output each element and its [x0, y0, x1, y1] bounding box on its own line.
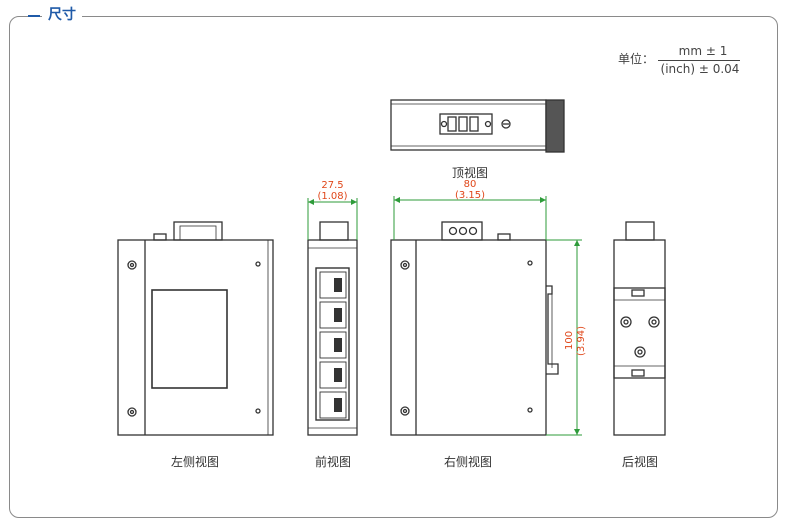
right-height-inch-label: (3.94) — [576, 326, 587, 356]
right-width-label: 80 (3.15) — [394, 179, 546, 201]
right-height-inch: (3.94) — [576, 325, 587, 356]
right-width-inch: (3.15) — [454, 190, 486, 201]
right-view-caption: 右侧视图 — [443, 455, 492, 469]
units-numerator: mm ± 1 — [678, 44, 728, 58]
left-view-drawing — [117, 221, 274, 436]
right-height-label: 100 — [564, 331, 575, 350]
right-view-drawing — [390, 221, 559, 436]
front-view-drawing — [307, 221, 358, 436]
right-width-dimension-line — [393, 196, 547, 240]
top-view-drawing — [390, 99, 565, 153]
right-height-mm: 100 — [564, 330, 575, 350]
units-fraction-bar — [658, 60, 740, 61]
units-label: 单位： — [618, 52, 655, 66]
section-title: 尺寸 — [42, 6, 82, 24]
left-view-caption: 左侧视图 — [170, 455, 219, 469]
front-width-inch: (1.08) — [317, 191, 348, 202]
front-view-caption: 前视图 — [314, 455, 351, 469]
rear-view-drawing — [613, 221, 666, 436]
front-width-dimension-line — [307, 198, 358, 240]
title-accent-mark — [28, 15, 40, 17]
rear-view-caption: 后视图 — [621, 455, 658, 469]
right-width-mm: 80 — [463, 179, 477, 190]
units-denominator: (inch) ± 0.04 — [660, 62, 740, 76]
top-view-caption: 顶视图 — [451, 166, 488, 180]
front-width-label: 27.5 (1.08) — [308, 180, 357, 202]
right-height-dimension-line — [546, 239, 582, 436]
dimensions-frame — [9, 16, 778, 518]
front-width-mm: 27.5 — [321, 180, 344, 191]
